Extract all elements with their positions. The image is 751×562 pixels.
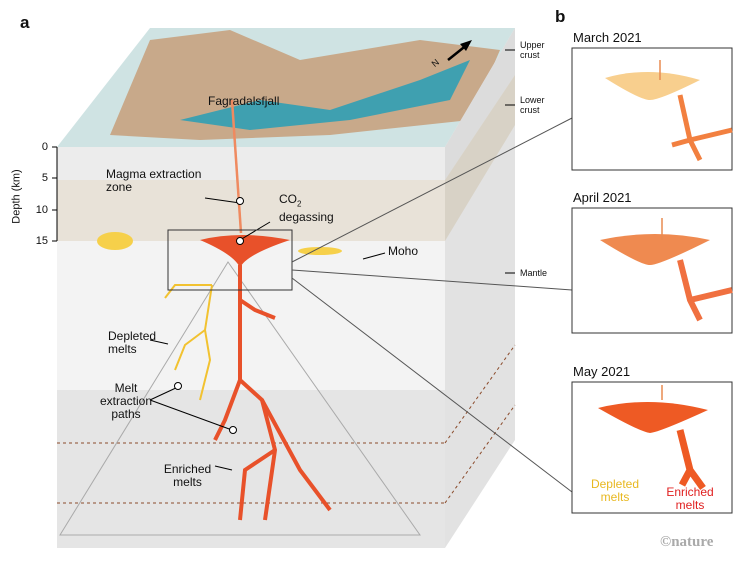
lower-crust-label: Lower crust — [520, 95, 545, 115]
moho-label: Moho — [388, 244, 419, 258]
upper-crust-layer — [57, 147, 445, 180]
swirl-mantle — [57, 390, 445, 548]
north-arrow-icon — [460, 40, 472, 51]
degassing-zone — [200, 235, 290, 268]
land-map — [110, 30, 500, 140]
panel-b-letter: b — [555, 7, 566, 26]
depth-tick: 15 — [35, 235, 48, 247]
zoom-box — [167, 229, 293, 291]
panel-march — [571, 47, 733, 171]
co2-subscript: 2 — [297, 199, 302, 209]
enriched-melts — [213, 265, 332, 521]
mantle-label: Mantle — [520, 268, 548, 278]
panel-title-april: April 2021 — [573, 190, 632, 205]
co2-text: CO — [279, 192, 297, 206]
may-enriched-label: Enriched melts — [666, 485, 714, 512]
depleted-melts — [164, 284, 213, 401]
melt-paths-label: Melt extraction paths — [99, 381, 153, 421]
panel-may — [571, 381, 733, 514]
panel-april — [571, 207, 733, 334]
panel-title-may: May 2021 — [573, 364, 631, 379]
lower-crust-layer — [57, 180, 445, 241]
magma-conduit — [230, 99, 243, 234]
nature-credit: ©nature — [660, 534, 714, 550]
location-label: Fagradalsfjall — [208, 94, 280, 108]
depth-tick: 5 — [41, 172, 48, 184]
may-depleted-label: Depleted melts — [590, 477, 640, 504]
degassing-label: degassing — [279, 210, 334, 224]
magma-zone-label: Magma extraction zone — [106, 167, 202, 194]
depleted-label: Depleted melts — [108, 329, 157, 356]
upper-crust-label: Upper crust — [520, 40, 545, 60]
co2-label: CO2 — [279, 193, 301, 210]
panel-title-march: March 2021 — [573, 30, 642, 45]
panel-a-letter: a — [20, 13, 30, 32]
lava-map — [180, 60, 470, 130]
depth-tick: 0 — [41, 141, 48, 153]
depth-tick: 10 — [35, 204, 48, 216]
melt-pyramid — [59, 261, 421, 536]
depth-axis-title: Depth (km) — [10, 169, 23, 224]
enriched-label: Enriched melts — [163, 462, 212, 489]
